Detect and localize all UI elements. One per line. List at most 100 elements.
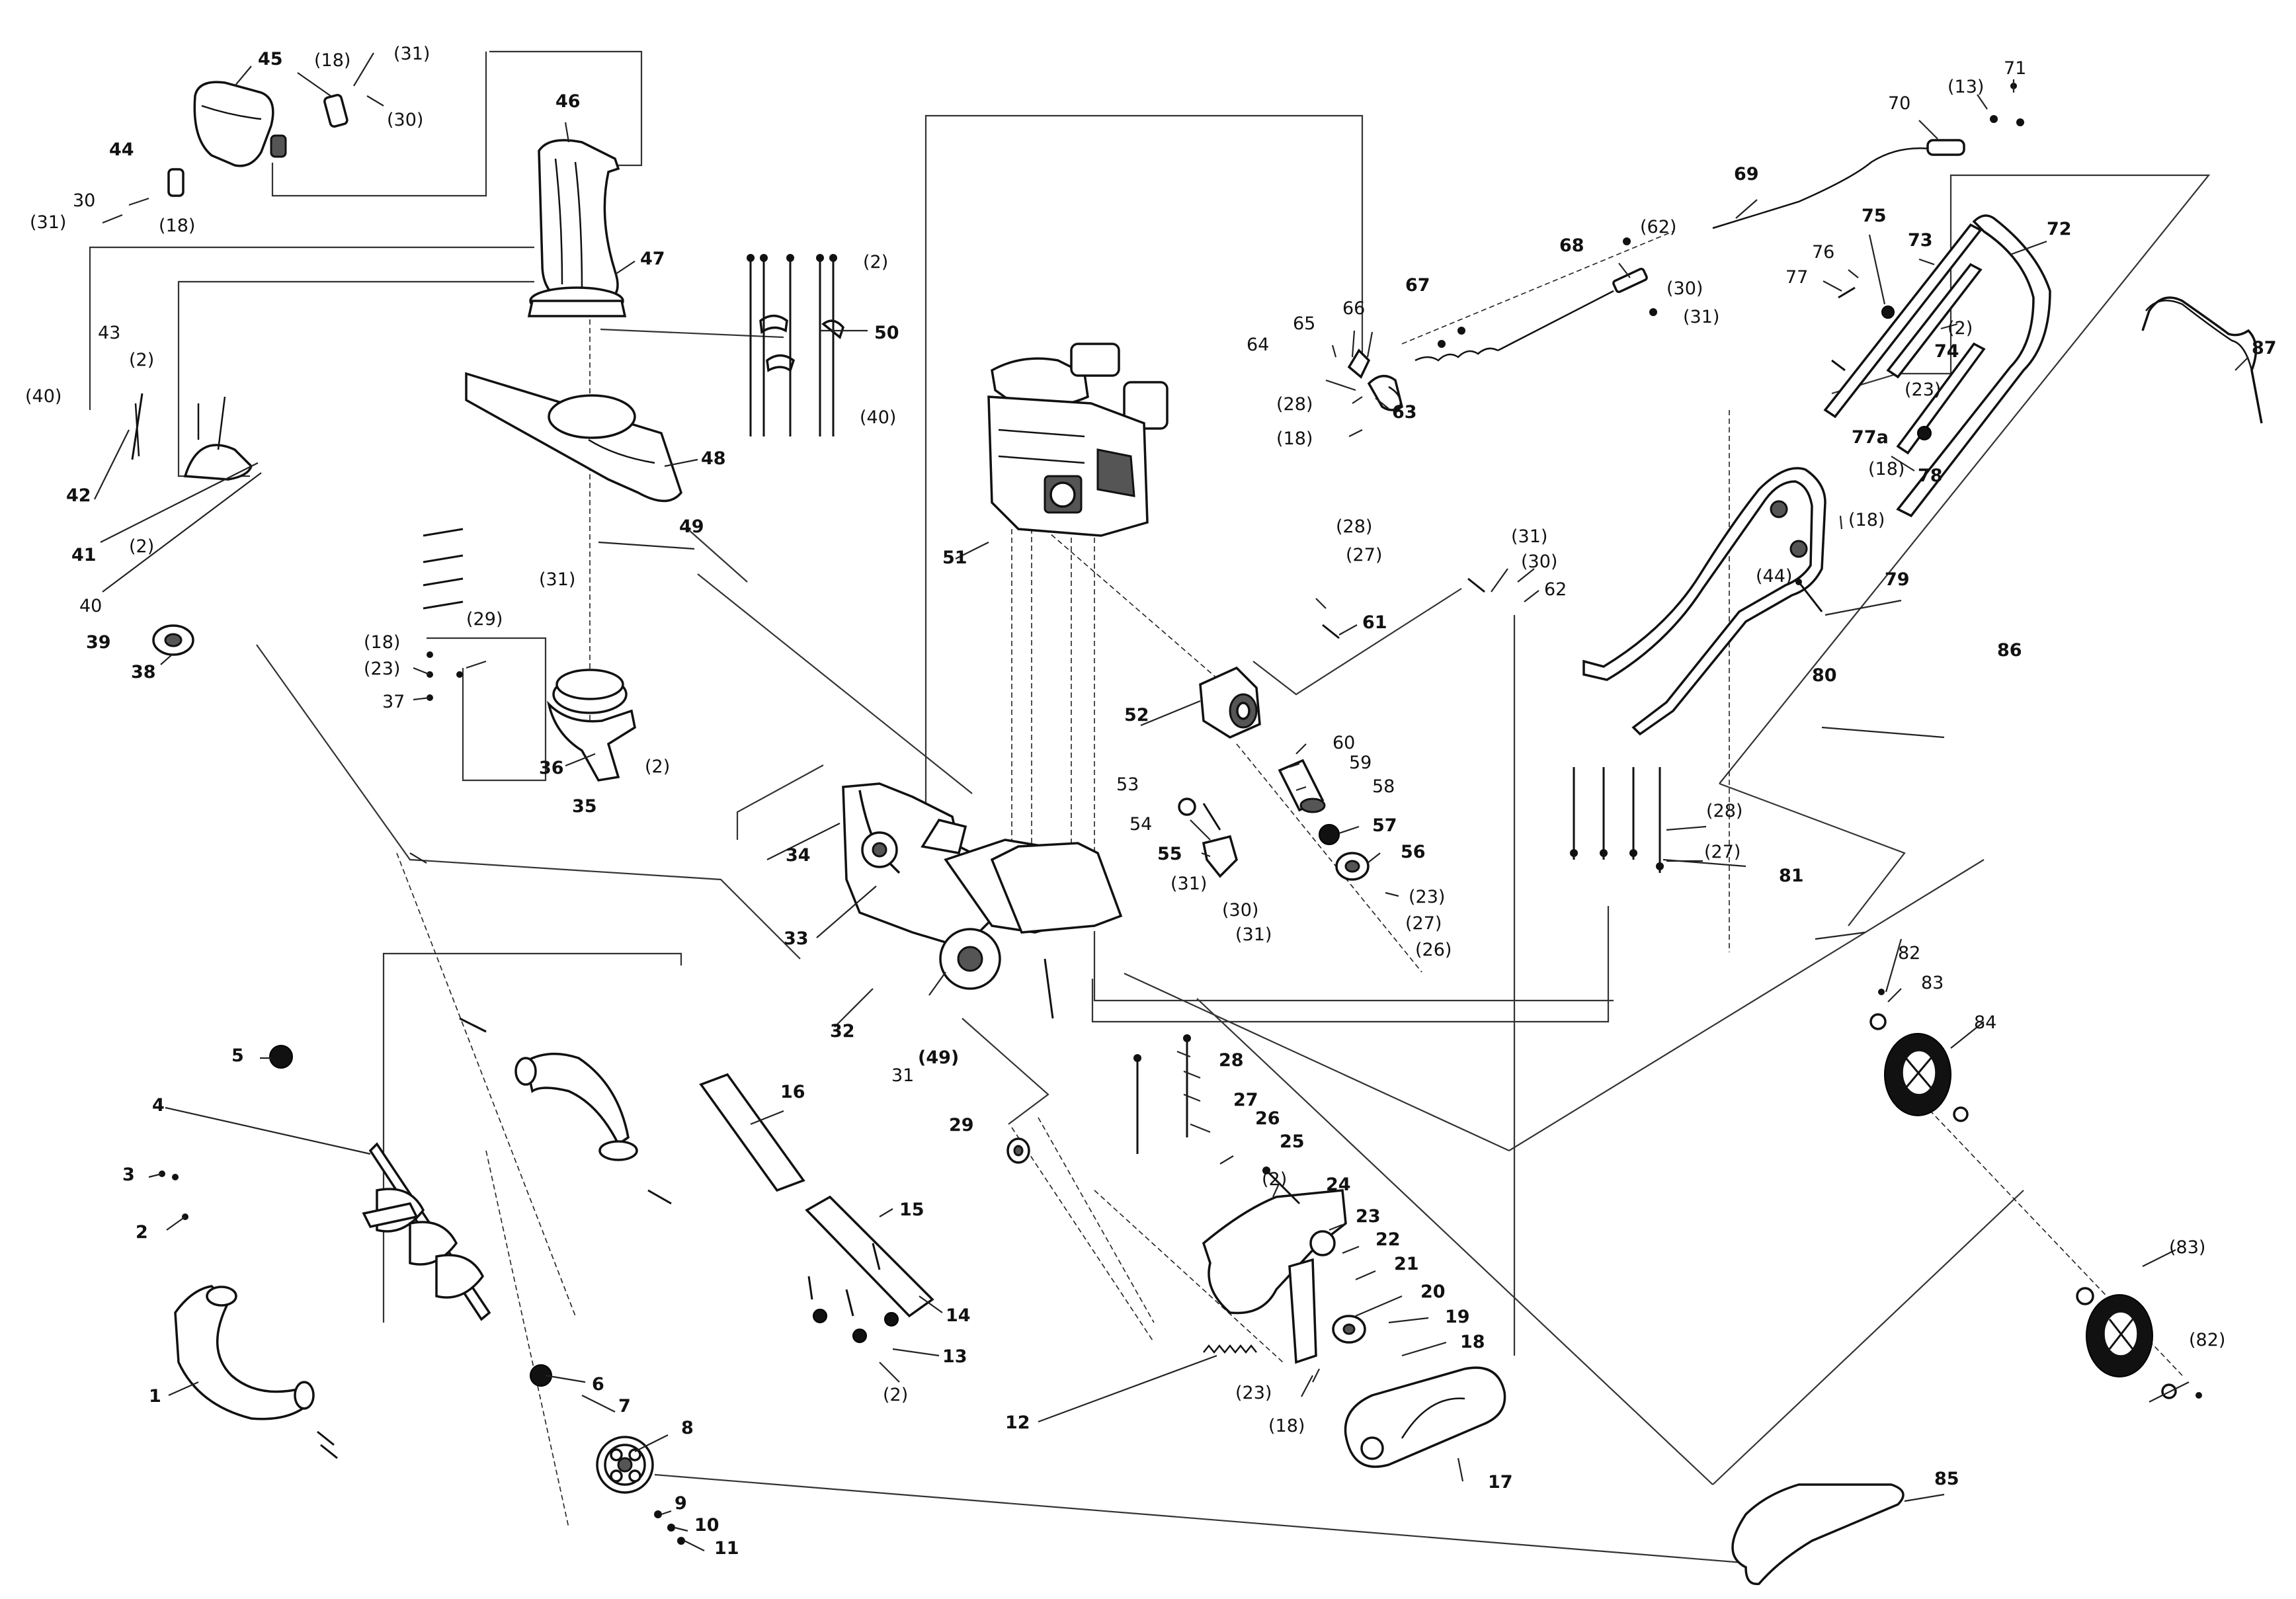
label-78: 78 bbox=[1918, 466, 1943, 486]
label-54: 54 bbox=[1129, 814, 1152, 835]
label-16: 16 bbox=[780, 1082, 805, 1102]
label-47: 47 bbox=[640, 249, 665, 269]
knob-part bbox=[323, 94, 348, 128]
rod-part-87 bbox=[2141, 296, 2263, 424]
label-r18-d: (18) bbox=[1268, 1416, 1305, 1436]
label-r30-d: (30) bbox=[1666, 278, 1703, 299]
auger-part-4 bbox=[362, 1142, 491, 1321]
label-36: 36 bbox=[539, 758, 564, 778]
label-r30-a: (30) bbox=[387, 110, 423, 130]
label-41: 41 bbox=[71, 545, 97, 565]
label-40: 40 bbox=[79, 596, 102, 616]
label-r27-b: (27) bbox=[1346, 545, 1382, 565]
label-r18-b: (18) bbox=[159, 216, 195, 236]
label-71: 71 bbox=[2004, 58, 2026, 79]
lower-chute-part-1 bbox=[174, 1285, 315, 1420]
plate-part-66 bbox=[1347, 348, 1371, 379]
washer-part-83 bbox=[1869, 1013, 1887, 1030]
label-69: 69 bbox=[1734, 164, 1759, 184]
label-31: 31 bbox=[891, 1065, 914, 1086]
label-32: 32 bbox=[830, 1021, 855, 1042]
bar-part-29 bbox=[1006, 1137, 1030, 1164]
label-34: 34 bbox=[786, 845, 811, 866]
label-80: 80 bbox=[1812, 665, 1837, 686]
label-37: 37 bbox=[382, 692, 405, 712]
label-r49: (49) bbox=[918, 1047, 959, 1068]
deflector-part bbox=[193, 81, 287, 167]
leader-lines bbox=[94, 52, 2249, 1551]
rod-part-21 bbox=[1288, 1258, 1317, 1364]
label-77: 77 bbox=[1785, 267, 1808, 288]
ball-part-5 bbox=[269, 1045, 293, 1069]
wheel-part-83 bbox=[2086, 1294, 2153, 1377]
rod-part-87-inner bbox=[2145, 300, 2253, 371]
label-r23-a: (23) bbox=[364, 659, 400, 679]
label-48: 48 bbox=[701, 448, 726, 469]
label-r40-b: (40) bbox=[860, 407, 896, 428]
label-74: 74 bbox=[1934, 341, 1959, 362]
label-r44: (44) bbox=[1756, 566, 1792, 587]
label-49: 49 bbox=[679, 516, 704, 537]
label-11: 11 bbox=[714, 1538, 739, 1559]
label-14: 14 bbox=[946, 1305, 971, 1326]
label-r31-c: (31) bbox=[539, 569, 575, 590]
cable-part-68 bbox=[1414, 267, 1648, 362]
label-r26: (26) bbox=[1415, 940, 1452, 960]
cable-part-69 bbox=[1712, 147, 1932, 229]
label-84: 84 bbox=[1974, 1012, 1996, 1033]
label-7: 7 bbox=[618, 1396, 631, 1416]
label-61: 61 bbox=[1362, 612, 1387, 633]
lower-handle-part bbox=[1582, 467, 1826, 736]
knob-part-44 bbox=[167, 168, 184, 197]
label-62: 62 bbox=[1544, 579, 1567, 600]
label-44: 44 bbox=[109, 140, 134, 160]
label-r28-c: (28) bbox=[1706, 801, 1742, 821]
label-r27-c: (27) bbox=[1704, 842, 1741, 862]
label-r2-a: (2) bbox=[129, 350, 154, 370]
label-18: 18 bbox=[1460, 1332, 1485, 1352]
label-50: 50 bbox=[874, 323, 899, 343]
label-22: 22 bbox=[1375, 1229, 1401, 1250]
label-r2-e: (2) bbox=[883, 1385, 908, 1405]
label-39: 39 bbox=[86, 632, 111, 653]
label-r31-b: (31) bbox=[30, 212, 66, 233]
label-42: 42 bbox=[66, 485, 91, 506]
label-r27-a: (27) bbox=[1405, 913, 1442, 934]
label-13: 13 bbox=[942, 1346, 967, 1367]
plate-part-16 bbox=[699, 1073, 805, 1192]
label-70: 70 bbox=[1888, 93, 1910, 114]
label-59: 59 bbox=[1349, 753, 1372, 773]
grip-part-70 bbox=[1926, 139, 1965, 156]
belt-cover-part-17 bbox=[1344, 1366, 1506, 1468]
label-r18-a: (18) bbox=[314, 50, 350, 71]
label-r31-a: (31) bbox=[393, 44, 430, 64]
label-28: 28 bbox=[1219, 1050, 1244, 1071]
label-73: 73 bbox=[1908, 230, 1933, 251]
label-r62: (62) bbox=[1640, 217, 1676, 237]
label-46: 46 bbox=[555, 91, 581, 112]
wheel-part-84 bbox=[1884, 1033, 1951, 1116]
chute-base-plate-part bbox=[465, 372, 682, 503]
label-19: 19 bbox=[1445, 1307, 1470, 1327]
label-r18-f: (18) bbox=[1868, 459, 1905, 479]
label-8: 8 bbox=[681, 1418, 694, 1438]
label-r2-g: (2) bbox=[1948, 318, 1973, 339]
label-r23-c: (23) bbox=[1409, 887, 1445, 907]
label-20: 20 bbox=[1420, 1282, 1446, 1302]
label-15: 15 bbox=[899, 1200, 924, 1220]
label-r28-b: (28) bbox=[1276, 394, 1313, 415]
assembly-guide-lines bbox=[89, 50, 2211, 1565]
label-r18-e: (18) bbox=[1276, 429, 1313, 449]
nut-part-57 bbox=[1319, 824, 1340, 845]
label-30: 30 bbox=[73, 190, 95, 211]
bracket-part-41 bbox=[131, 393, 253, 481]
shaft-part bbox=[1278, 758, 1326, 813]
scraper-part-14 bbox=[805, 1195, 934, 1318]
label-55: 55 bbox=[1157, 844, 1182, 864]
label-r31-e: (31) bbox=[1235, 924, 1272, 945]
label-r18-c: (18) bbox=[364, 632, 400, 653]
discharge-chute-part bbox=[527, 139, 627, 317]
label-17: 17 bbox=[1488, 1472, 1513, 1493]
label-67: 67 bbox=[1405, 275, 1430, 296]
label-r31-d: (31) bbox=[1170, 874, 1207, 894]
